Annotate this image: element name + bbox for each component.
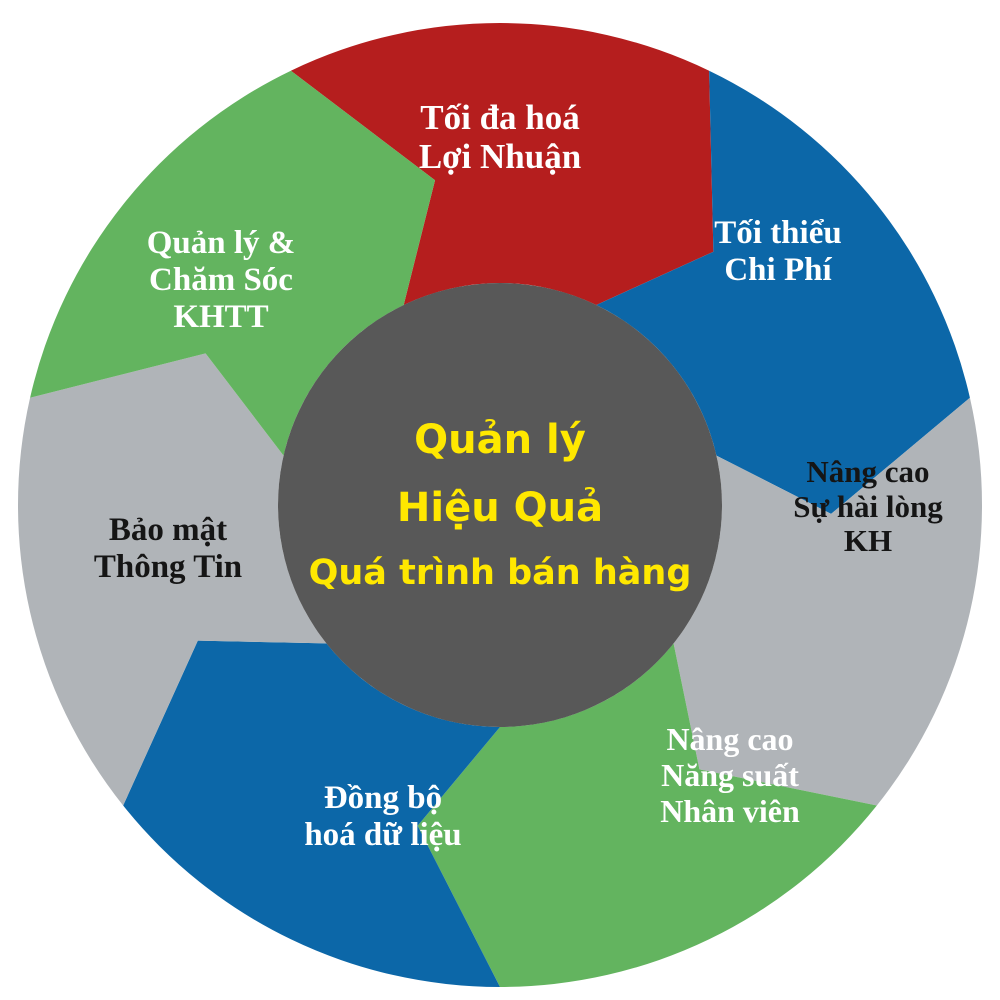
segments-group <box>18 23 982 987</box>
wheel-segment-dong-bo-hoa-du-lieu[interactable] <box>123 640 500 987</box>
wheel-segment-quan-ly-cham-soc-khtt[interactable] <box>30 70 436 456</box>
wheel-segment-bao-mat-thong-tin[interactable] <box>18 353 327 806</box>
wheel-segment-toi-thieu-chi-phi[interactable] <box>596 70 970 514</box>
wheel-segment-nang-cao-nang-suat-nhan-vien[interactable] <box>417 643 877 987</box>
center-hub-circle <box>278 283 722 727</box>
wheel-segment-toi-da-hoa-loi-nhuan[interactable] <box>290 23 714 305</box>
wheel-segment-nang-cao-su-hai-long-kh[interactable] <box>673 397 982 806</box>
